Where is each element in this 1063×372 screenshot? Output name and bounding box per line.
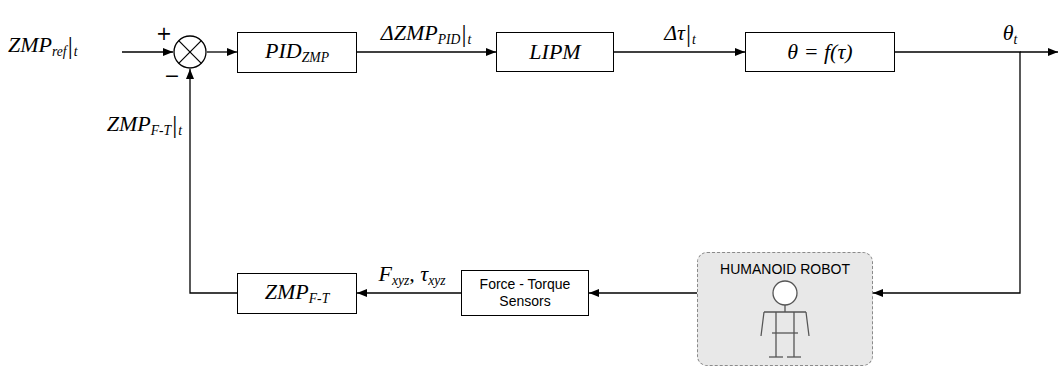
junction-circle [174, 36, 206, 68]
subscript: F-T [151, 124, 171, 139]
text-run: | [68, 31, 73, 59]
subscript: F-T [309, 291, 329, 306]
subscript: ZMP [302, 50, 329, 65]
subscript: t [178, 124, 182, 139]
sensor-box: Force - Torque Sensors [461, 270, 589, 316]
text-run: PID [265, 38, 302, 63]
signal-label: ZMPF-T|t [107, 110, 182, 139]
box-label: PIDZMP [265, 38, 329, 66]
subscript: xyz [428, 273, 445, 288]
junction-outline [173, 35, 207, 69]
subscript: xyz [392, 273, 409, 288]
input-arrow [122, 51, 173, 52]
signal-connector [873, 52, 1020, 293]
subscript: ref [52, 45, 67, 60]
signal-connector [207, 51, 237, 52]
signal-connector [357, 292, 461, 293]
box-label: LIPM [529, 39, 580, 64]
text-run: ZMP [107, 111, 151, 136]
text-run: , τ [409, 261, 428, 286]
model-box: LIPM [496, 32, 614, 72]
sign-label: − [164, 66, 180, 85]
text-run: θ [1003, 20, 1014, 45]
box-label: θ = f(τ) [787, 39, 852, 64]
box-label: ZMPF-T [265, 279, 329, 307]
text-run: | [686, 19, 691, 47]
text-run: | [172, 110, 177, 138]
signal-connector [190, 69, 237, 293]
summing-junction: +− [173, 35, 207, 69]
sign-label: + [156, 24, 172, 43]
function-box: θ = f(τ) [745, 32, 895, 72]
box-label: HUMANOID ROBOT [720, 261, 850, 277]
signal-label: θt [1003, 20, 1018, 48]
signal-connector [357, 51, 496, 52]
text-run: ZMP [265, 279, 309, 304]
controller-box: PIDZMP [237, 32, 357, 73]
subscript: t [1014, 32, 1018, 47]
junction-cross [179, 41, 202, 64]
robot-ground [697, 252, 873, 366]
text-run: F [378, 261, 391, 286]
signal-connector [589, 292, 697, 293]
signal-label: Δτ|t [664, 19, 696, 48]
text-run: | [461, 19, 466, 47]
signal-label: ΔZMPPID|t [381, 19, 472, 48]
zmp-box: ZMPF-T [237, 273, 357, 314]
subscript: t [467, 32, 471, 47]
text-run: Δτ [664, 20, 685, 45]
signal-connector [614, 51, 745, 52]
robot-figure [761, 281, 809, 357]
output-arrow [1020, 51, 1058, 52]
subscript: t [74, 45, 78, 60]
box-label: Force - Torque Sensors [473, 276, 577, 310]
text-run: ΔZMP [381, 20, 438, 45]
subscript: PID [438, 32, 461, 47]
junction-cross [179, 41, 202, 64]
subscript: t [692, 32, 696, 47]
robot-box: HUMANOID ROBOT [697, 252, 873, 366]
signal-label: ZMPref|t [8, 31, 78, 60]
text-run: ZMP [8, 32, 52, 57]
signal-label: Fxyz, τxyz [378, 261, 445, 289]
